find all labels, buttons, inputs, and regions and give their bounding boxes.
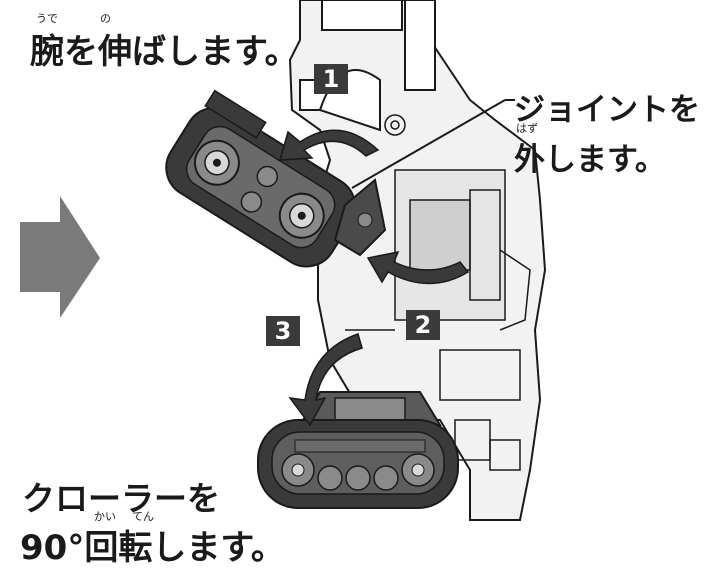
- rotate-crawler-text-line2: 90°回転します。: [20, 528, 285, 568]
- extend-arm-text: 腕を伸ばします。: [30, 32, 299, 72]
- step-badge-1: 1: [314, 64, 348, 94]
- rotate-crawler-text-line1: クローラーを: [22, 479, 220, 518]
- crawler: [257, 391, 459, 509]
- ruby-no: の: [100, 12, 111, 25]
- joint: [333, 178, 387, 257]
- ruby-kai: かい: [94, 510, 116, 523]
- step-badge-3: 3: [266, 316, 300, 346]
- ruby-ude: うで: [36, 12, 58, 25]
- remove-joint-text-line2: 外します。: [514, 142, 666, 178]
- ruby-hazu: はず: [516, 122, 538, 135]
- ruby-ten: てん: [132, 510, 154, 523]
- curved-arrow-icon: [278, 129, 470, 427]
- body-details: [345, 114, 531, 471]
- joint-pointer-line: [351, 99, 506, 189]
- right-arrow-icon: [20, 196, 100, 318]
- step-badge-2: 2: [406, 310, 440, 340]
- remove-joint-text-line1: ジョイントを: [514, 92, 700, 128]
